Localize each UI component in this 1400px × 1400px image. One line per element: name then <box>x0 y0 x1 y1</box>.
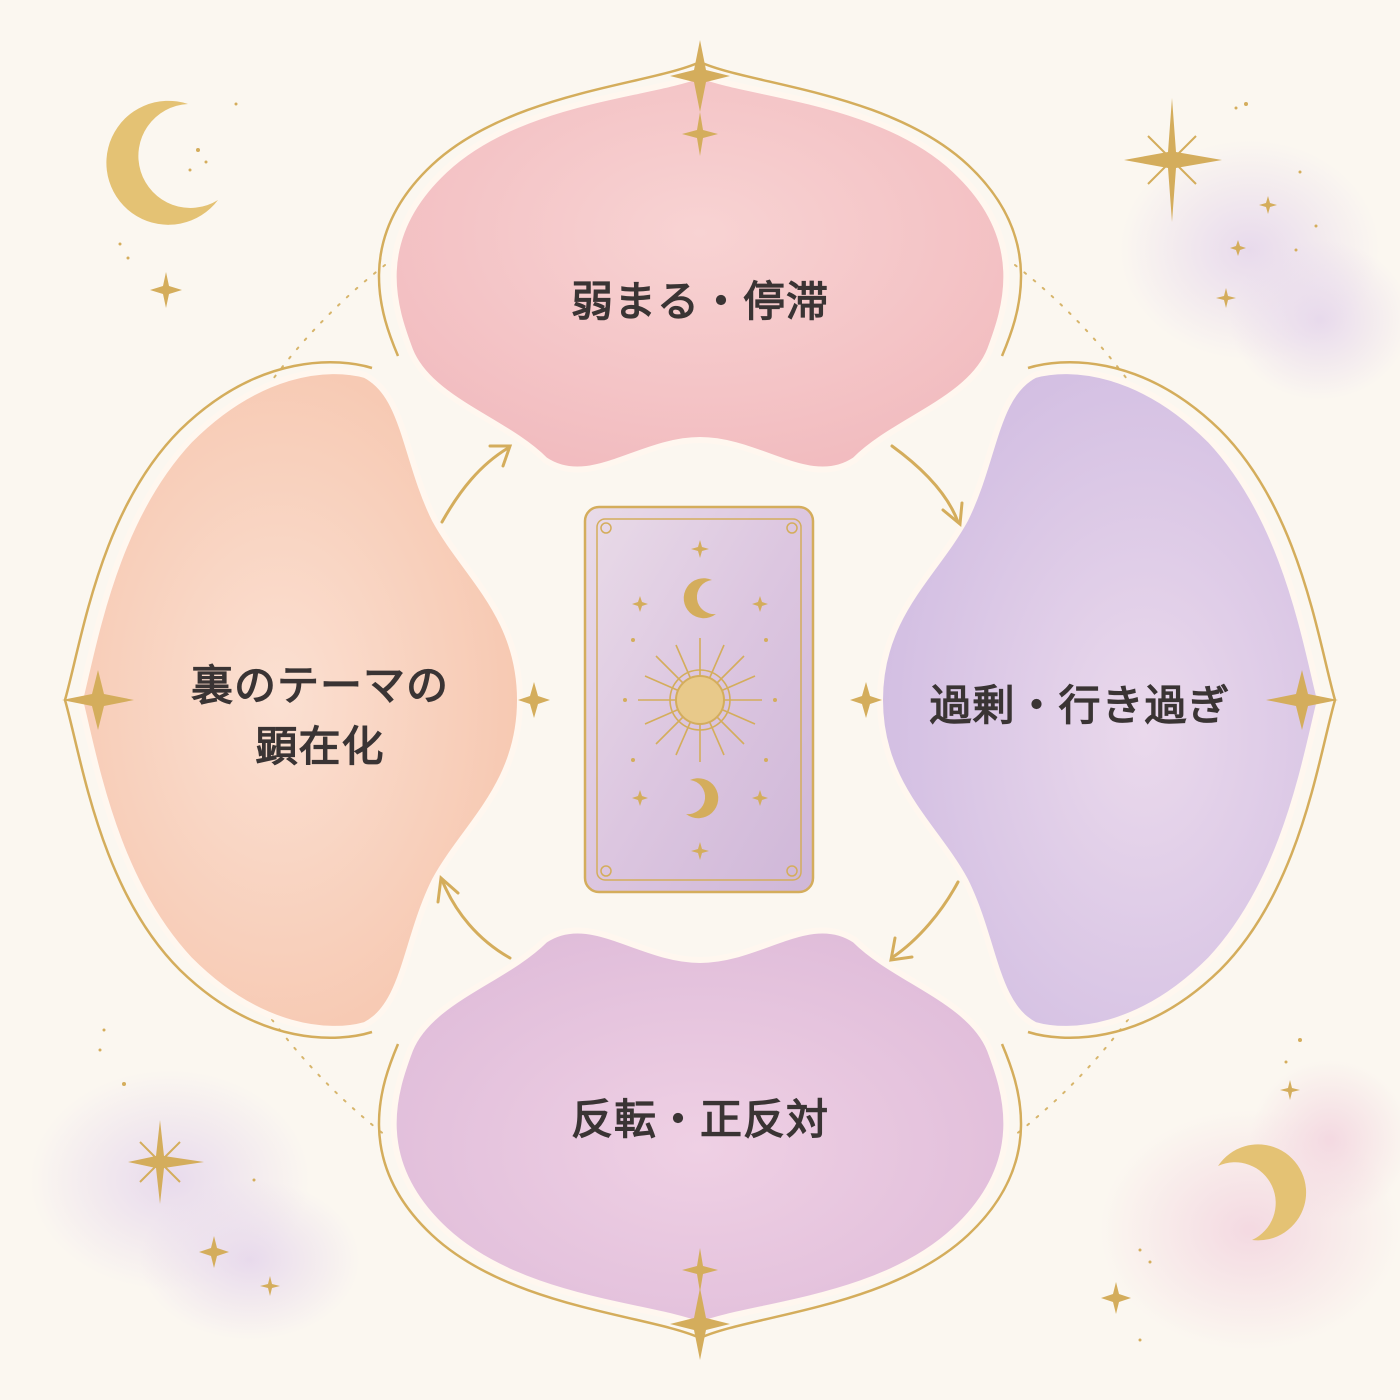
arrow-top-to-right <box>890 444 960 524</box>
segment-label-left-line-1: 裏のテーマの <box>190 661 449 710</box>
cloud-decoration-bottom-left <box>30 1070 360 1340</box>
sparkle-icon-bottom-inner <box>682 1248 718 1292</box>
crescent-moon-icon-top <box>683 578 716 619</box>
sparkle-icon-bottom-tip <box>670 1288 730 1360</box>
sparkle-icon-right-tip <box>1266 670 1338 730</box>
segment-label-top: 弱まる・停滞 <box>570 277 829 326</box>
sparkle-icon-bottom-left-large <box>128 1120 204 1204</box>
arrow-left-to-top <box>440 446 510 524</box>
sparkle-icon-top-right-large <box>1124 98 1222 222</box>
segment-bottom-shape <box>377 927 1023 1340</box>
sun-icon <box>638 638 762 762</box>
segment-label-left: 裏のテーマの 顕在化 <box>120 656 520 778</box>
arrow-bottom-to-left <box>440 878 512 960</box>
arrow-right-to-bottom <box>891 880 960 959</box>
cloud-decoration-bottom-right <box>1100 1060 1400 1350</box>
crescent-moon-icon-bottom <box>686 778 719 819</box>
tarot-card-icon <box>583 505 815 894</box>
segment-label-left-line-2: 顕在化 <box>255 721 385 771</box>
cycle-arrows <box>436 444 964 962</box>
sparkle-icon-left-inner <box>518 682 550 718</box>
dotted-ring <box>264 264 1136 1136</box>
sparkle-icons-small <box>150 196 1300 1314</box>
segment-label-bottom: 反転・正反対 <box>570 1095 829 1144</box>
cloud-decoration-top-right <box>1120 140 1400 400</box>
segment-top-shape <box>377 60 1023 473</box>
crescent-moon-icon-bottom-right <box>1218 1144 1307 1241</box>
segment-label-right: 過剰・行き過ぎ <box>929 681 1231 730</box>
crescent-moon-icon-top-left <box>106 100 218 225</box>
sparkle-icon-left-tip <box>62 670 134 730</box>
star-dots <box>98 102 1318 1342</box>
sparkle-icon-top-inner <box>682 112 718 156</box>
sparkle-icon-right-inner <box>850 682 882 718</box>
sparkle-icon-top-tip <box>670 40 730 112</box>
